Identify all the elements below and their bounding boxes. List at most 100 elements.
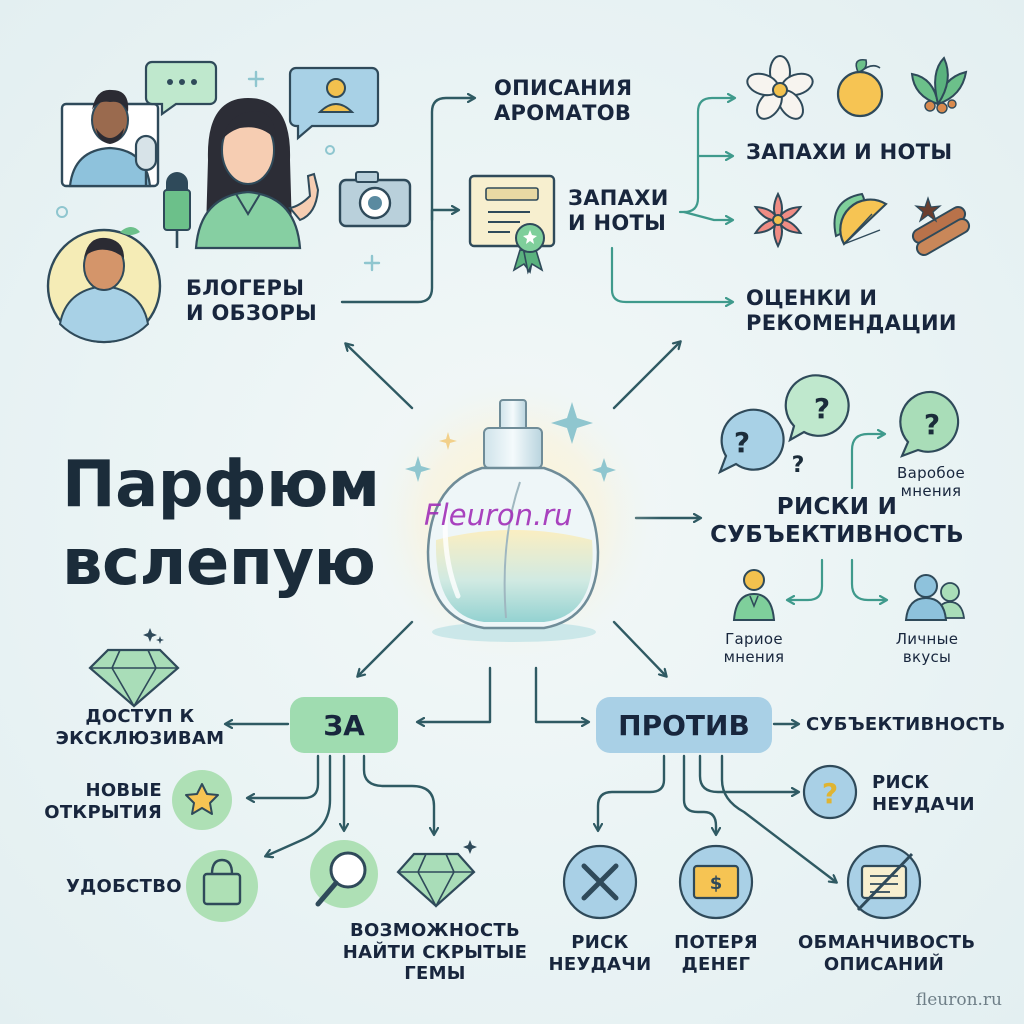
microphone-icon: [134, 134, 191, 248]
crossed-document-icon: [846, 844, 922, 920]
node-risks-line-2: СУБЪЕКТИВНОСТЬ: [710, 521, 964, 548]
gem-icon: [396, 840, 477, 908]
arrow-cons-misleading: [720, 754, 836, 882]
node-ratings-line-1: ОЦЕНКИ И: [746, 286, 878, 310]
cinnamon-star-anise-icon: [911, 196, 971, 256]
cons-risk-right-line-1: РИСК: [872, 772, 930, 793]
arrow-cons-risk-right: [698, 754, 798, 792]
node-notes-right: ЗАПАХИ И НОТЫ: [746, 140, 953, 164]
watermark: Fleuron.ru: [424, 498, 573, 532]
node-personal-tastes-line-1: Личные: [895, 630, 959, 648]
node-ratings: ОЦЕНКИ И РЕКОМЕНДАЦИИ: [746, 286, 957, 336]
profile-bubble-icon: [288, 66, 380, 141]
arrow-to-cons-diag: [612, 620, 666, 676]
pros-exclusives-line-1: ДОСТУП К: [85, 706, 195, 727]
arrow-pros-gems: [362, 754, 434, 834]
star-icon: [172, 770, 232, 830]
title-line-2: вслепую: [62, 526, 376, 601]
svg-text:?: ?: [814, 392, 830, 425]
pros-convenience: УДОБСТВО: [66, 876, 182, 897]
question-bubble-icon: ?: [784, 374, 850, 443]
arrow-risks-other: [788, 558, 824, 600]
woman-blogger-icon: [194, 98, 320, 250]
pros-exclusives-line-2: ЭКСКЛЮЗИВАМ: [55, 727, 225, 749]
cons-money-loss: ПОТЕРЯ ДЕНЕГ: [664, 932, 768, 975]
cons-money-loss-line-1: ПОТЕРЯ: [674, 932, 758, 953]
node-notes-center: ЗАПАХИ И НОТЫ: [568, 186, 669, 236]
svg-text:?: ?: [924, 408, 940, 441]
arrow-notes-spices: [682, 210, 732, 220]
man-avatar-icon: [46, 227, 162, 344]
pros-exclusives: ДОСТУП К ЭКСКЛЮЗИВАМ: [40, 706, 240, 749]
person-icon: [732, 569, 776, 621]
node-bloggers-line-2: И ОБЗОРЫ: [186, 301, 318, 326]
pros-hidden-gems-line-3: ГЕМЫ: [404, 963, 466, 985]
node-other-opinions-line-2: мнения: [723, 648, 785, 666]
arrow-bloggers-desc: [340, 98, 474, 304]
arrow-bloggers-notes: [430, 210, 458, 222]
arrow-cons-money: [682, 754, 716, 834]
arrow-cons-risk: [598, 754, 666, 830]
pros-discoveries-line-2: ОТКРЫТИЯ: [44, 801, 162, 823]
video-call-icon: [60, 89, 160, 188]
pros-hidden-gems: ВОЗМОЖНОСТЬ НАЙТИ СКРЫТЫЕ ГЕМЫ: [330, 920, 540, 985]
arrow-risks-personal: [850, 558, 886, 600]
arrow-to-cons: [534, 666, 588, 722]
svg-text:$: $: [710, 873, 723, 894]
node-descriptions-line-2: АРОМАТОВ: [494, 101, 632, 126]
footer-site: fleuron.ru: [915, 990, 1002, 1010]
node-notes-center-line-2: И НОТЫ: [568, 211, 667, 236]
herb-leaves-icon: [910, 56, 968, 114]
node-notes-center-line-1: ЗАПАХИ: [568, 186, 669, 210]
question-bubble-icon: ?: [717, 408, 785, 475]
cons-misleading-line-1: ОБМАНЧИВОСТЬ: [798, 932, 976, 953]
cons-misleading: ОБМАНЧИВОСТЬ ОПИСАНИЙ: [798, 932, 976, 975]
pros-discoveries-line-1: НОВЫЕ: [85, 780, 162, 801]
shopping-bag-icon: [186, 850, 258, 922]
cons-label: ПРОТИВ: [596, 697, 772, 753]
question-bubble-icon: ?: [899, 390, 960, 458]
svg-text:?: ?: [792, 453, 805, 478]
node-bloggers-line-1: БЛОГЕРЫ: [186, 276, 305, 300]
pink-flower-icon: [753, 191, 803, 249]
node-personal-tastes: Личные вкусы: [882, 630, 972, 666]
arrow-to-notes: [612, 342, 680, 410]
arrow-notes-ratings: [610, 246, 732, 302]
node-ratings-line-2: РЕКОМЕНДАЦИИ: [746, 311, 957, 336]
cons-risk-bottom-line-2: НЕУДАЧИ: [548, 953, 652, 975]
node-risks-line-1: РИСКИ И: [776, 494, 898, 520]
cons-risk-bottom: РИСК НЕУДАЧИ: [540, 932, 660, 975]
node-descriptions-line-1: ОПИСАНИЯ: [494, 76, 633, 100]
node-descriptions: ОПИСАНИЯ АРОМАТОВ: [494, 76, 632, 126]
cons-money-loss-line-2: ДЕНЕГ: [681, 953, 751, 975]
white-flower-icon: [746, 55, 814, 120]
arrow-pros-convenience: [266, 754, 332, 856]
cons-risk-right: РИСК НЕУДАЧИ: [872, 772, 975, 815]
pros-label: ЗА: [290, 697, 398, 753]
node-risks: РИСКИ И СУБЪЕКТИВНОСТЬ: [706, 494, 968, 549]
orange-fruit-icon: [836, 58, 884, 118]
node-varied-opinions-line-1: Варобое: [897, 464, 965, 482]
node-varied-opinions-line-2: мнения: [900, 482, 962, 500]
cons-misleading-line-2: ОПИСАНИЙ: [823, 953, 945, 975]
node-other-opinions-line-1: Гариое: [725, 630, 783, 648]
users-icon: [904, 574, 966, 621]
arrow-to-pros: [418, 666, 492, 722]
magnifier-icon: [310, 840, 378, 908]
pros-hidden-gems-line-2: НАЙТИ СКРЫТЫЕ: [342, 941, 528, 963]
money-bill-icon: $: [678, 844, 754, 920]
pros-hidden-gems-line-1: ВОЗМОЖНОСТЬ: [350, 920, 520, 941]
arrow-pros-discover: [248, 754, 320, 798]
cons-risk-right-line-2: НЕУДАЧИ: [872, 793, 975, 815]
arrow-risks-varied: [850, 434, 884, 490]
citrus-slice-icon: [833, 192, 888, 246]
arrow-to-pros-diag: [358, 620, 414, 676]
